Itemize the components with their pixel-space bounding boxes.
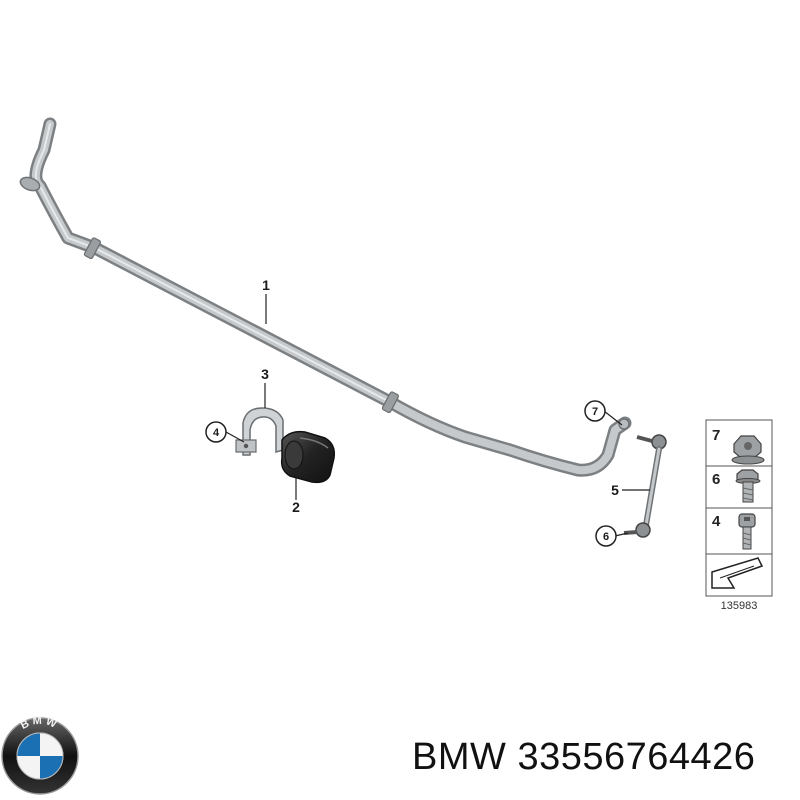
callout-6: 6 [595,525,617,547]
socket-bolt-icon [738,513,756,550]
flange-nut-icon [731,435,765,465]
leader-lines [225,294,650,537]
callout-2-label: 2 [292,499,300,515]
rubber-bushing [280,430,336,484]
callout-5-label: 5 [611,482,619,498]
callout-1-label: 1 [262,277,270,293]
stabilizer-bar [19,117,632,477]
callout-3-label: 3 [261,366,269,382]
callout-1: 1 [262,277,270,293]
legend-item-4-label: 4 [712,513,721,530]
hex-bolt-icon [735,469,761,503]
link-rod [623,434,667,538]
brand-label: BMW [412,736,507,778]
part-number: 33556764426 [517,736,756,778]
callout-5: 5 [611,482,619,498]
callout-4: 4 [205,421,227,443]
legend-item-6-label: 6 [712,471,720,488]
callout-7-label: 7 [592,406,598,418]
hardware-legend: 7 6 4 [705,419,773,597]
reference-number: 135983 [721,600,758,612]
bmw-logo: BMW [1,715,79,795]
logo-lettering: BMW [19,715,58,732]
part-caption: BMW 33556764426 [412,736,755,779]
callout-2: 2 [292,499,300,515]
clamp-bracket [235,407,284,456]
callout-7: 7 [584,400,606,422]
callout-4-label: 4 [213,427,220,439]
callout-3: 3 [261,366,269,382]
callout-6-label: 6 [603,531,609,543]
svg-text:BMW: BMW [19,715,61,732]
direction-arrow-icon [711,557,764,589]
legend-item-7-label: 7 [712,427,720,444]
